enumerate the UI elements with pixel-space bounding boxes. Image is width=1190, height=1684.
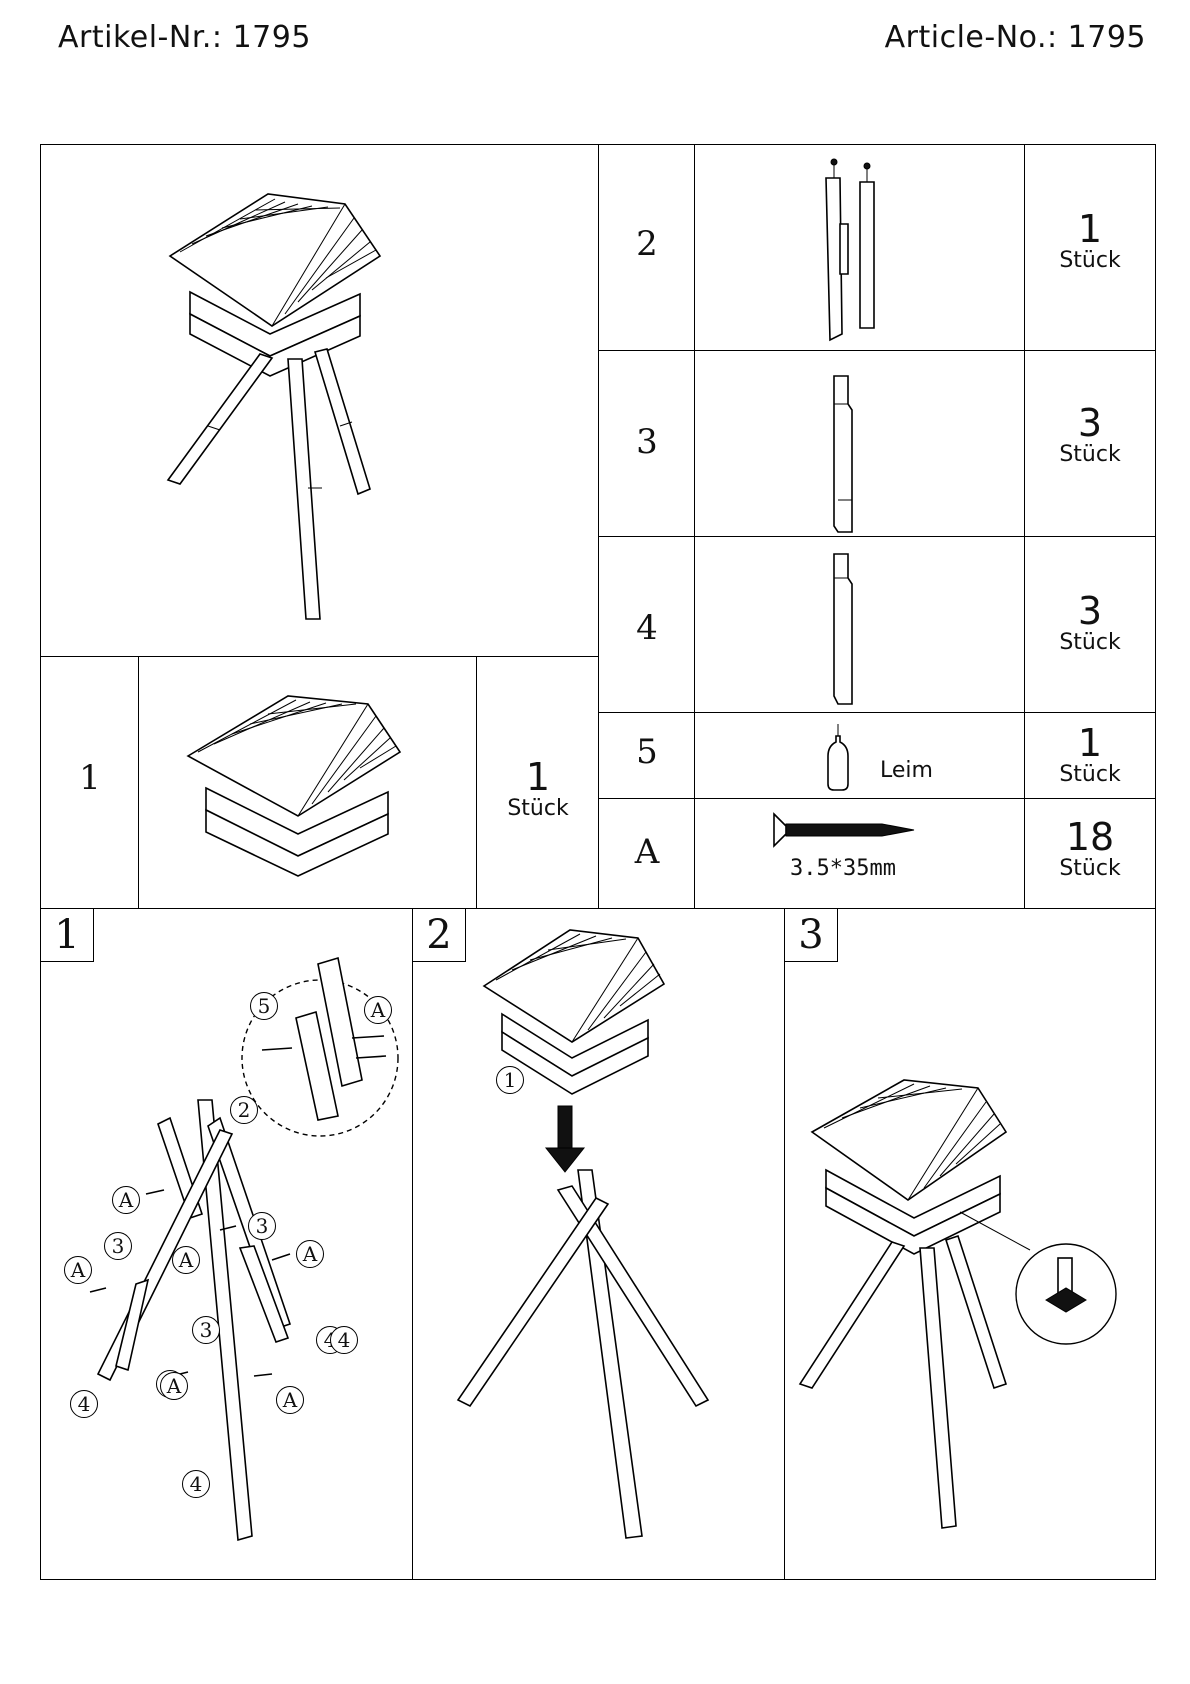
step-1-callout-screw: A [296,1240,324,1268]
part-a-quantity: 18 Stück [1024,818,1156,880]
part-2-qty-unit: Stück [1024,250,1156,272]
step-1-callout-screw: A [160,1372,188,1400]
step-1-callout-screw: A [364,996,392,1024]
part-4-qty-unit: Stück [1024,632,1156,654]
part-3-quantity: 3 Stück [1024,404,1156,466]
step-1-callout-part-3: 3 [192,1316,220,1344]
part-3-qty-number: 3 [1024,404,1156,442]
upper-leg-illustration [694,350,1026,538]
step-2-mount-house-illustration [412,908,786,1580]
part-a-qty-number: 18 [1024,818,1156,856]
part-1-number: 1 [40,758,140,798]
article-number-en: Article-No.: 1795 [885,20,1146,55]
part-1-qty-number: 1 [476,758,600,796]
step-1-callout-part-4: 4 [70,1390,98,1418]
article-number-de: Artikel-Nr.: 1795 [58,20,311,55]
feeder-house-illustration [138,656,478,910]
step-2-callout-house: 1 [496,1066,524,1094]
part-a-number: A [598,832,696,872]
bird-feeder-overview-illustration [40,144,600,658]
part-4-number: 4 [598,608,696,648]
step-1-callout-screw: A [172,1246,200,1274]
step-1-callout-screw: A [64,1256,92,1284]
part-4-qty-number: 3 [1024,592,1156,630]
part-1-qty-unit: Stück [476,798,600,820]
part-1-quantity: 1 Stück [476,758,600,820]
step-1-callout-glue: 5 [250,992,278,1020]
step-1-callout-part-3: 3 [248,1212,276,1240]
part-5-qty-number: 1 [1024,724,1156,762]
part-2-qty-number: 1 [1024,210,1156,248]
part-5-qty-unit: Stück [1024,764,1156,786]
part-3-number: 3 [598,422,696,462]
step-1-callout-part-3: 3 [104,1232,132,1260]
glue-label: Leim [880,758,933,783]
lower-leg-illustration [694,536,1026,714]
step-1-callout-screw: A [112,1186,140,1214]
step-1-callout-screw: A [276,1386,304,1414]
part-4-quantity: 3 Stück [1024,592,1156,654]
step-1-leg-assembly-illustration [40,908,414,1580]
part-5-quantity: 1 Stück [1024,724,1156,786]
step-1-callout-part-4: 4 [330,1326,358,1354]
step-3-finished-feeder-illustration [784,908,1156,1580]
step-1-callout-part-4: 4 [182,1470,210,1498]
screw-size-label: 3.5*35mm [790,856,896,881]
part-2-quantity: 1 Stück [1024,210,1156,272]
part-a-qty-unit: Stück [1024,858,1156,880]
step-1-callout-part-2: 2 [230,1096,258,1124]
part-2-number: 2 [598,224,696,264]
screw-icon [694,798,1026,910]
center-post-illustration [694,144,1026,352]
part-3-qty-unit: Stück [1024,444,1156,466]
part-5-number: 5 [598,732,696,772]
glue-bottle-icon [694,712,1026,800]
